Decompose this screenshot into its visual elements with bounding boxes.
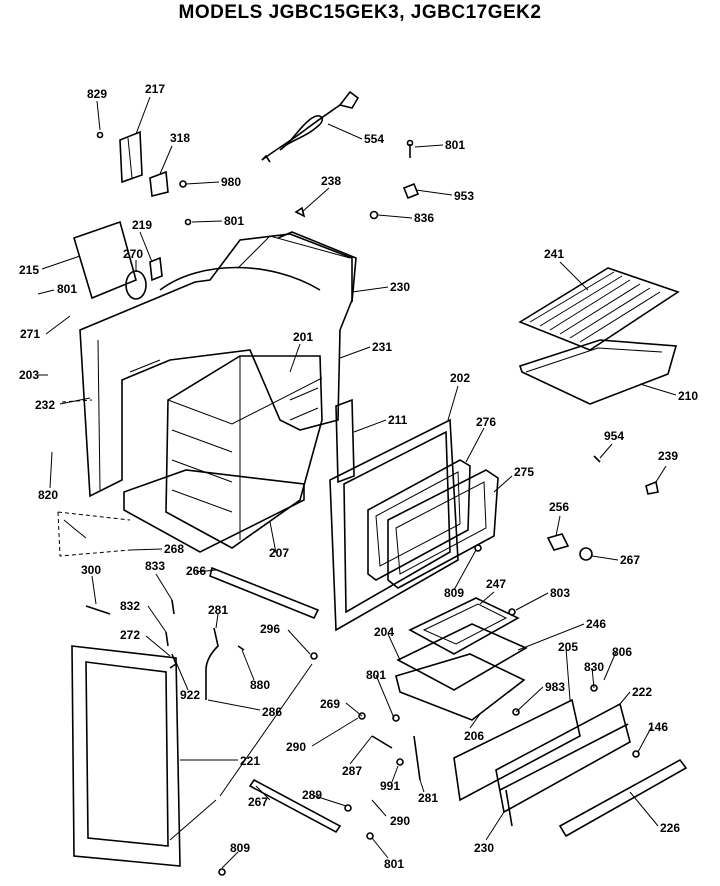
part-label: 207 [269,546,289,560]
part-label: 241 [544,247,564,261]
part-label: 206 [464,729,484,743]
part-label: 296 [260,622,280,636]
part-label: 830 [584,660,604,674]
part-label: 801 [57,282,77,296]
part-label: 266 [186,564,206,578]
part-label: 211 [388,413,408,427]
part-label: 290 [390,814,410,828]
part-label: 801 [384,857,404,871]
part-label: 271 [20,327,40,341]
part-label: 217 [145,82,165,96]
part-label: 803 [550,586,570,600]
part-label: 300 [81,563,101,577]
part-label: 222 [632,685,652,699]
part-label: 230 [390,280,410,294]
part-label: 806 [612,645,632,659]
part-label: 276 [476,415,496,429]
part-label: 270 [123,247,143,261]
part-label: 980 [221,175,241,189]
part-label: 286 [262,705,282,719]
part-label: 281 [208,603,228,617]
diagram-title: MODELS JGBC15GEK3, JGBC17GEK2 [178,2,542,23]
part-label: 287 [342,764,362,778]
part-label: 267 [248,795,268,809]
part-label: 275 [514,465,534,479]
part-label: 204 [374,625,394,639]
part-label: 221 [240,754,260,768]
part-label: 247 [486,577,506,591]
part-label: 953 [454,189,474,203]
part-label: 836 [414,211,434,225]
part-labels: 829 217 318 980 554 801 953 238 836 219 … [19,82,698,871]
part-label: 801 [445,138,465,152]
part-label: 820 [38,488,58,502]
part-label: 256 [549,500,569,514]
part-label: 290 [286,740,306,754]
part-label: 922 [180,688,200,702]
part-label: 230 [474,841,494,855]
part-label: 215 [19,263,39,277]
part-label: 318 [170,131,190,145]
part-label: 801 [224,214,244,228]
part-label: 202 [450,371,470,385]
part-label: 239 [658,449,678,463]
part-label: 269 [320,697,340,711]
part-label: 272 [120,628,140,642]
part-label: 226 [660,821,680,835]
part-label: 238 [321,174,341,188]
part-label: 554 [364,132,384,146]
part-label: 268 [164,542,184,556]
part-label: 203 [19,368,39,382]
part-label: 219 [132,218,152,232]
part-label: 991 [380,779,400,793]
part-label: 231 [372,340,392,354]
part-label: 809 [444,586,464,600]
part-label: 833 [145,559,165,573]
part-label: 205 [558,640,578,654]
part-label: 201 [293,330,313,344]
part-label: 246 [586,617,606,631]
part-label: 210 [678,389,698,403]
part-drawings [57,90,688,876]
part-label: 281 [418,791,438,805]
part-label: 829 [87,87,107,101]
part-label: 289 [302,788,322,802]
part-label: 880 [250,678,270,692]
part-label: 809 [230,841,250,855]
part-label: 954 [604,429,624,443]
part-label: 801 [366,668,386,682]
part-label: 267 [620,553,640,567]
part-label: 232 [35,398,55,412]
part-label: 832 [120,599,140,613]
leader-lines [37,96,677,869]
part-label: 146 [648,720,668,734]
part-label: 983 [545,680,565,694]
